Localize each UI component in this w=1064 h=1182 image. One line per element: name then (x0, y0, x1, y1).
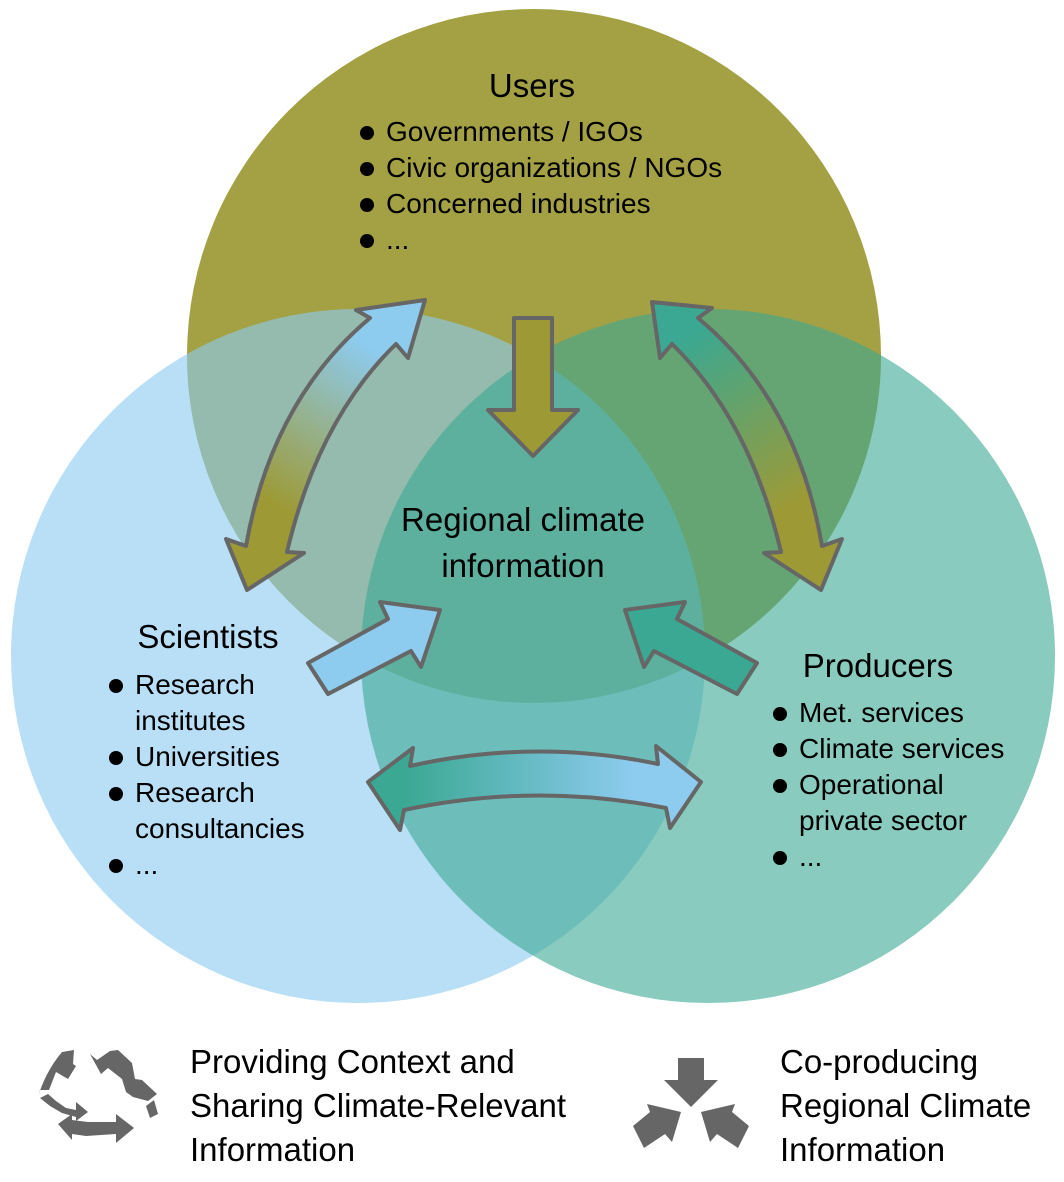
scientists-list: Research institutes Universities Researc… (109, 667, 309, 883)
users-item: Civic organizations / NGOs (360, 150, 760, 186)
producers-users-double-arrow (650, 300, 844, 592)
legend-context-line3: Information (190, 1131, 356, 1168)
users-title: Users (488, 67, 576, 104)
producers-item: Met. services (773, 695, 1013, 731)
producers-arrow (623, 600, 759, 696)
users-item: Concerned industries (360, 186, 760, 222)
scientists-item: Universities (109, 739, 309, 775)
users-down-arrow (486, 316, 580, 458)
scientists-item: Research institutes (109, 667, 309, 739)
legend-context-label: Providing Context and Sharing Climate-Re… (190, 1040, 610, 1172)
users-item: Governments / IGOs (360, 114, 760, 150)
cycle-arrows-icon (37, 1050, 158, 1143)
users-list: Governments / IGOs Civic organizations /… (360, 114, 760, 258)
legend-coproducing-label: Co-producing Regional Climate Informatio… (780, 1040, 1050, 1172)
center-label-line2: information (441, 547, 605, 584)
legend-coproducing-line2: Regional Climate (780, 1087, 1032, 1124)
scientists-item: Research consultancies (109, 775, 309, 847)
scientists-users-double-arrow (224, 298, 427, 592)
producers-list: Met. services Climate services Operation… (773, 695, 1013, 875)
scientists-title: Scientists (137, 618, 279, 655)
legend-context-line2: Sharing Climate-Relevant (190, 1087, 567, 1124)
legend-coproducing-line1: Co-producing (780, 1043, 979, 1080)
producers-item: Climate services (773, 731, 1013, 767)
producers-item: ... (773, 839, 1013, 875)
scientists-arrow (306, 600, 442, 696)
users-item: ... (360, 222, 760, 258)
scientists-producers-double-arrow (366, 744, 703, 832)
producers-title: Producers (802, 647, 954, 684)
converging-arrows-icon (633, 1058, 749, 1148)
scientists-item: ... (109, 847, 309, 883)
producers-item: Operational private sector (773, 767, 1013, 839)
legend-context-line1: Providing Context and (190, 1043, 515, 1080)
center-label: Regional climate information (373, 497, 673, 589)
center-label-line1: Regional climate (401, 501, 645, 538)
legend-coproducing-line3: Information (780, 1131, 946, 1168)
